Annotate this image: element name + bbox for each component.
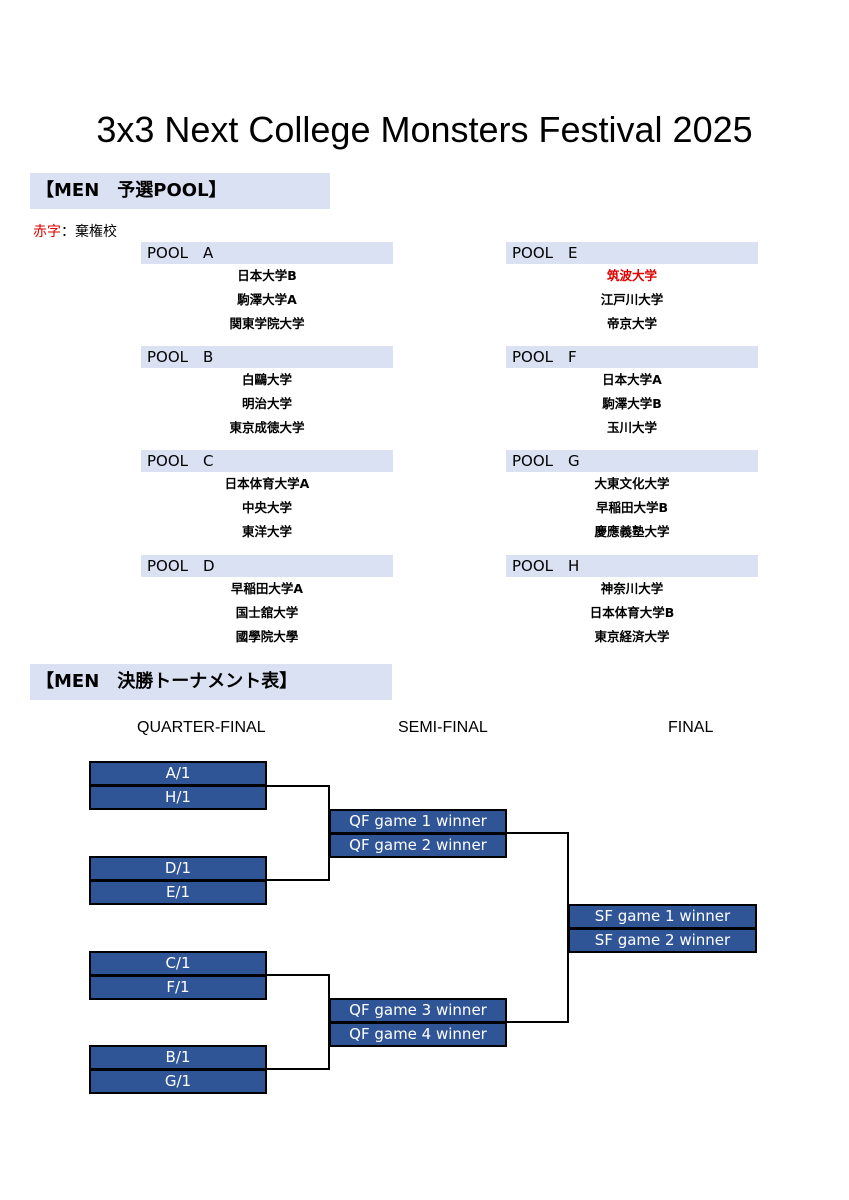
team-name: 日本体育大学A [224,476,310,491]
qf4-slot-bottom: G/1 [89,1069,267,1094]
legend-description: ：棄権校 [61,224,117,240]
sf2-slot-top: QF game 3 winner [329,998,507,1023]
qf1-slot-bottom: H/1 [89,785,267,810]
bracket-line [328,785,330,881]
page-title: 3x3 Next College Monsters Festival 2025 [96,109,753,150]
pool-header: POOL A [141,242,393,264]
bracket-line [267,1068,329,1070]
team-name: 駒澤大学B [602,396,662,411]
pool-header: POOL H [506,555,758,577]
team-name: 日本大学A [602,372,662,387]
bracket-line [267,974,329,976]
team-name: 江戸川大学 [600,292,664,307]
pool-b: POOL B 白鷗大学 明治大学 東京成徳大学 [141,346,393,440]
team-name: 国士舘大学 [235,605,299,620]
pool-section-header: 【MEN 予選POOL】 [30,173,330,209]
round-label-final: FINAL [668,719,714,736]
team-name: 東京成徳大学 [229,420,305,435]
team-name: 日本体育大学B [589,605,675,620]
team-name: 神奈川大学 [600,581,664,596]
pool-d: POOL D 早稲田大学A 国士舘大学 國學院大學 [141,555,393,649]
bracket-line [507,1021,568,1023]
team-name: 日本大学B [237,268,297,283]
team-name: 大東文化大学 [594,476,670,491]
team-name: 関東学院大学 [229,316,305,331]
pool-h: POOL H 神奈川大学 日本体育大学B 東京経済大学 [506,555,758,649]
pool-header: POOL B [141,346,393,368]
team-name: 明治大学 [241,396,292,411]
sf1-slot-bottom: QF game 2 winner [329,833,507,858]
pool-e: POOL E 筑波大学 江戸川大学 帝京大学 [506,242,758,336]
sf1-slot-top: QF game 1 winner [329,809,507,834]
team-name: 白鷗大学 [241,372,292,387]
qf2-slot-top: D/1 [89,856,267,881]
pool-a: POOL A 日本大学B 駒澤大学A 関東学院大学 [141,242,393,336]
bracket-line [507,832,568,834]
team-name: 駒澤大学A [237,292,297,307]
legend-red-text: 赤字 [33,224,61,240]
legend: 赤字：棄権校 [33,222,117,242]
team-name: 早稲田大学A [230,581,304,596]
pool-f: POOL F 日本大学A 駒澤大学B 玉川大学 [506,346,758,440]
final-slot-top: SF game 1 winner [568,904,757,929]
pool-header: POOL C [141,450,393,472]
sf2-slot-bottom: QF game 4 winner [329,1022,507,1047]
bracket-line [267,879,329,881]
qf3-slot-bottom: F/1 [89,975,267,1000]
tournament-section-header: 【MEN 決勝トーナメント表】 [30,664,392,700]
round-label-semi-final: SEMI-FINAL [398,719,488,736]
qf1-slot-top: A/1 [89,761,267,786]
team-name-withdrawn: 筑波大学 [606,268,657,283]
pool-header: POOL E [506,242,758,264]
pool-header: POOL F [506,346,758,368]
team-name: 早稲田大学B [595,500,669,515]
team-name: 東洋大学 [241,524,292,539]
pool-g: POOL G 大東文化大学 早稲田大学B 慶應義塾大学 [506,450,758,544]
pool-header: POOL G [506,450,758,472]
qf4-slot-top: B/1 [89,1045,267,1070]
team-name: 中央大学 [241,500,292,515]
team-name: 國學院大學 [235,629,299,644]
bracket-line [328,974,330,1070]
qf2-slot-bottom: E/1 [89,880,267,905]
team-name: 慶應義塾大学 [594,524,670,539]
pool-c: POOL C 日本体育大学A 中央大学 東洋大学 [141,450,393,544]
round-label-quarter-final: QUARTER-FINAL [137,719,266,736]
team-name: 帝京大学 [606,316,657,331]
bracket-line [267,785,329,787]
team-name: 玉川大学 [606,420,657,435]
pool-header: POOL D [141,555,393,577]
final-slot-bottom: SF game 2 winner [568,928,757,953]
bracket-line [567,832,569,1023]
team-name: 東京経済大学 [594,629,670,644]
qf3-slot-top: C/1 [89,951,267,976]
